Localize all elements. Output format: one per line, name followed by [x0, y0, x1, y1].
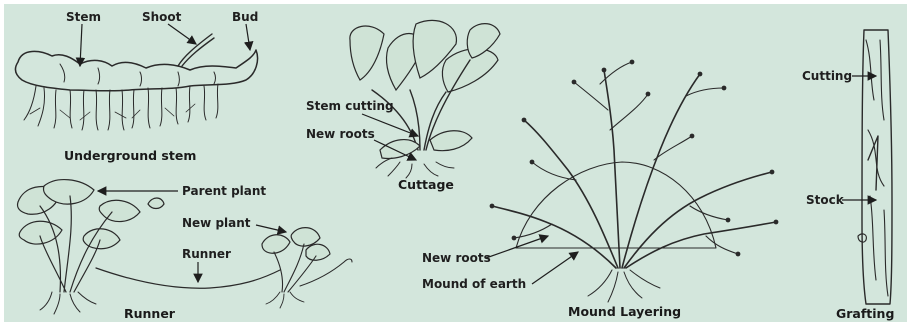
label-mound-of-earth: Mound of earth [422, 277, 526, 291]
label-cutting: Cutting [802, 69, 852, 83]
title-underground-stem: Underground stem [64, 148, 196, 163]
title-cuttage: Cuttage [398, 177, 454, 192]
label-stock: Stock [806, 193, 845, 207]
label-bud: Bud [232, 10, 258, 24]
label-stem-cutting: Stem cutting [306, 99, 394, 113]
title-grafting: Grafting [836, 306, 894, 321]
label-runner: Runner [182, 247, 231, 261]
label-new-plant: New plant [182, 216, 251, 230]
title-mound-layering: Mound Layering [568, 304, 681, 319]
title-runner: Runner [124, 306, 176, 321]
label-cuttage-new-roots: New roots [306, 127, 375, 141]
label-mound-new-roots: New roots [422, 251, 491, 265]
label-parent-plant: Parent plant [182, 184, 266, 198]
label-stem: Stem [66, 10, 101, 24]
label-shoot: Shoot [142, 10, 182, 24]
diagram-background [4, 4, 907, 322]
